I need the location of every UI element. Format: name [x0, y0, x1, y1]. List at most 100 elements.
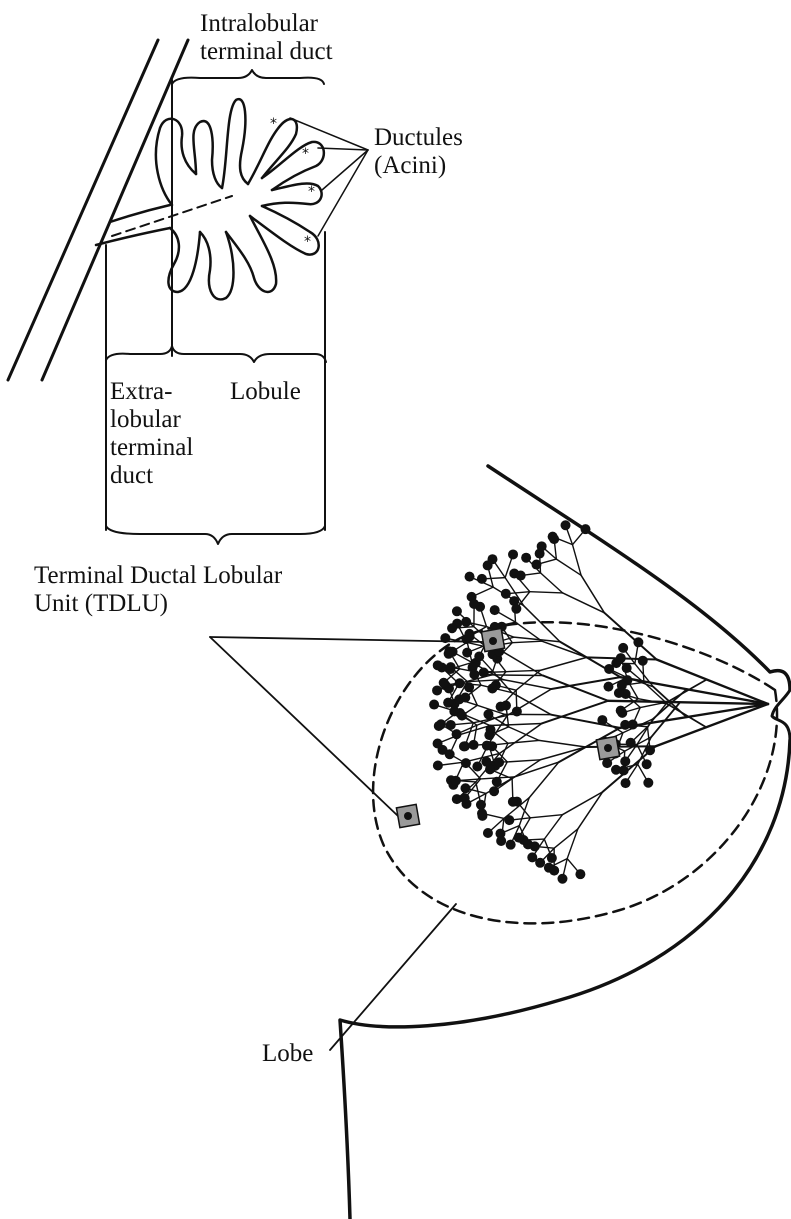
acinus-dot	[457, 711, 467, 721]
acinus-marker-4: *	[304, 234, 311, 250]
ductule-branch-3	[222, 99, 248, 188]
acinus-dot	[642, 759, 652, 769]
label-lobule: Lobule	[230, 378, 301, 405]
acinus-dot	[547, 853, 557, 863]
acinus-dot	[514, 833, 524, 843]
acinus-dot	[620, 756, 630, 766]
acinus-dot	[617, 680, 627, 690]
top-brace	[172, 70, 324, 84]
acinus-dot	[440, 633, 450, 643]
duct-branch	[578, 792, 603, 829]
label-extralobular-line2: lobular	[110, 406, 181, 433]
acinus-dot	[504, 815, 514, 825]
duct-branch	[530, 592, 563, 593]
acinus-dot	[581, 524, 591, 534]
acinus-dot	[445, 749, 455, 759]
acinus-dot	[487, 554, 497, 564]
tdlu-pointer-line-lower	[210, 637, 398, 816]
acinus-dot	[482, 741, 492, 751]
ductule-branch-9	[200, 232, 234, 299]
acinus-dot	[622, 663, 632, 673]
duct-branch	[492, 675, 543, 676]
acinus-dot	[521, 553, 531, 563]
acinus-dot	[433, 738, 443, 748]
ductule-branch-2	[193, 121, 222, 188]
acinus-dot	[618, 643, 628, 653]
acinus-dot	[490, 605, 500, 615]
acinus-dot	[557, 874, 567, 884]
ductal-tree	[429, 520, 768, 884]
acinus-dot	[439, 678, 449, 688]
acinus-dot	[452, 606, 462, 616]
acinus-dot	[465, 572, 475, 582]
acinus-dot	[462, 648, 472, 658]
acinus-dot	[429, 700, 439, 710]
duct-branch	[512, 641, 542, 642]
middle-brace	[106, 346, 326, 362]
acinus-dot	[494, 757, 504, 767]
acinus-dot	[492, 777, 502, 787]
duct-branch	[562, 792, 602, 815]
acinus-dot	[469, 740, 479, 750]
acinus-dot	[443, 698, 453, 708]
acinus-dot	[496, 836, 506, 846]
label-tdlu-line2: Unit (TDLU)	[34, 590, 168, 617]
duct-branch	[507, 760, 540, 762]
duct-branch	[551, 715, 620, 728]
acinus-dot	[432, 685, 442, 695]
duct-branch	[544, 815, 562, 839]
tdlu-box-2-acinus	[604, 744, 612, 752]
label-extralobular-line4: duct	[110, 462, 153, 489]
tdlu-inset: * * * *	[8, 40, 368, 544]
duct-branch	[586, 746, 656, 747]
acinus-marker-3: *	[308, 184, 315, 200]
acinus-dot	[643, 778, 653, 788]
acinus-dot	[434, 721, 444, 731]
acinus-dot	[455, 678, 465, 688]
acinus-dot	[548, 532, 558, 542]
acinus-dot	[477, 811, 487, 821]
label-lobe: Lobe	[262, 1040, 313, 1067]
acinus-dot	[561, 520, 571, 530]
acinus-dot	[461, 758, 471, 768]
tdlu-box-1-acinus	[489, 637, 497, 645]
acinus-dot	[527, 852, 537, 862]
acinus-dot	[460, 741, 470, 751]
acinus-dot	[638, 656, 648, 666]
acinus-dot	[474, 651, 484, 661]
acinus-dot	[483, 709, 493, 719]
ductule-branch-10	[168, 228, 200, 292]
duct-branch	[490, 723, 542, 725]
duct-branch	[657, 659, 768, 704]
label-intralobular-line1: Intralobular	[200, 10, 318, 37]
acinus-dot	[433, 660, 443, 670]
ductules-pointer-3	[322, 150, 368, 190]
acinus-dot	[616, 706, 626, 716]
duct-branch	[539, 740, 586, 747]
acinus-dot	[603, 682, 613, 692]
main-duct-outer-line	[8, 40, 158, 380]
label-intralobular-line2: terminal duct	[200, 38, 333, 65]
acinus-dot	[484, 730, 494, 740]
acinus-dot	[530, 841, 540, 851]
acinus-dot	[489, 786, 499, 796]
acinus-dot	[433, 760, 443, 770]
acinus-dot	[447, 623, 457, 633]
acinus-dot	[621, 778, 631, 788]
label-ductules-line1: Ductules	[374, 124, 463, 151]
acinus-marker-2: *	[302, 146, 309, 162]
duct-branch	[540, 747, 585, 760]
acinus-dot	[549, 866, 559, 876]
acinus-dot	[611, 658, 621, 668]
tdlu-box-3-acinus	[404, 812, 412, 820]
acinus-dot	[511, 604, 521, 614]
bottom-brace	[106, 526, 325, 544]
acinus-dot	[483, 828, 493, 838]
acinus-dot	[506, 840, 516, 850]
duct-branch	[540, 657, 586, 670]
acinus-dot	[460, 783, 470, 793]
acinus-dot	[444, 649, 454, 659]
breast-upper-contour	[488, 466, 790, 690]
acinus-dot	[451, 776, 461, 786]
